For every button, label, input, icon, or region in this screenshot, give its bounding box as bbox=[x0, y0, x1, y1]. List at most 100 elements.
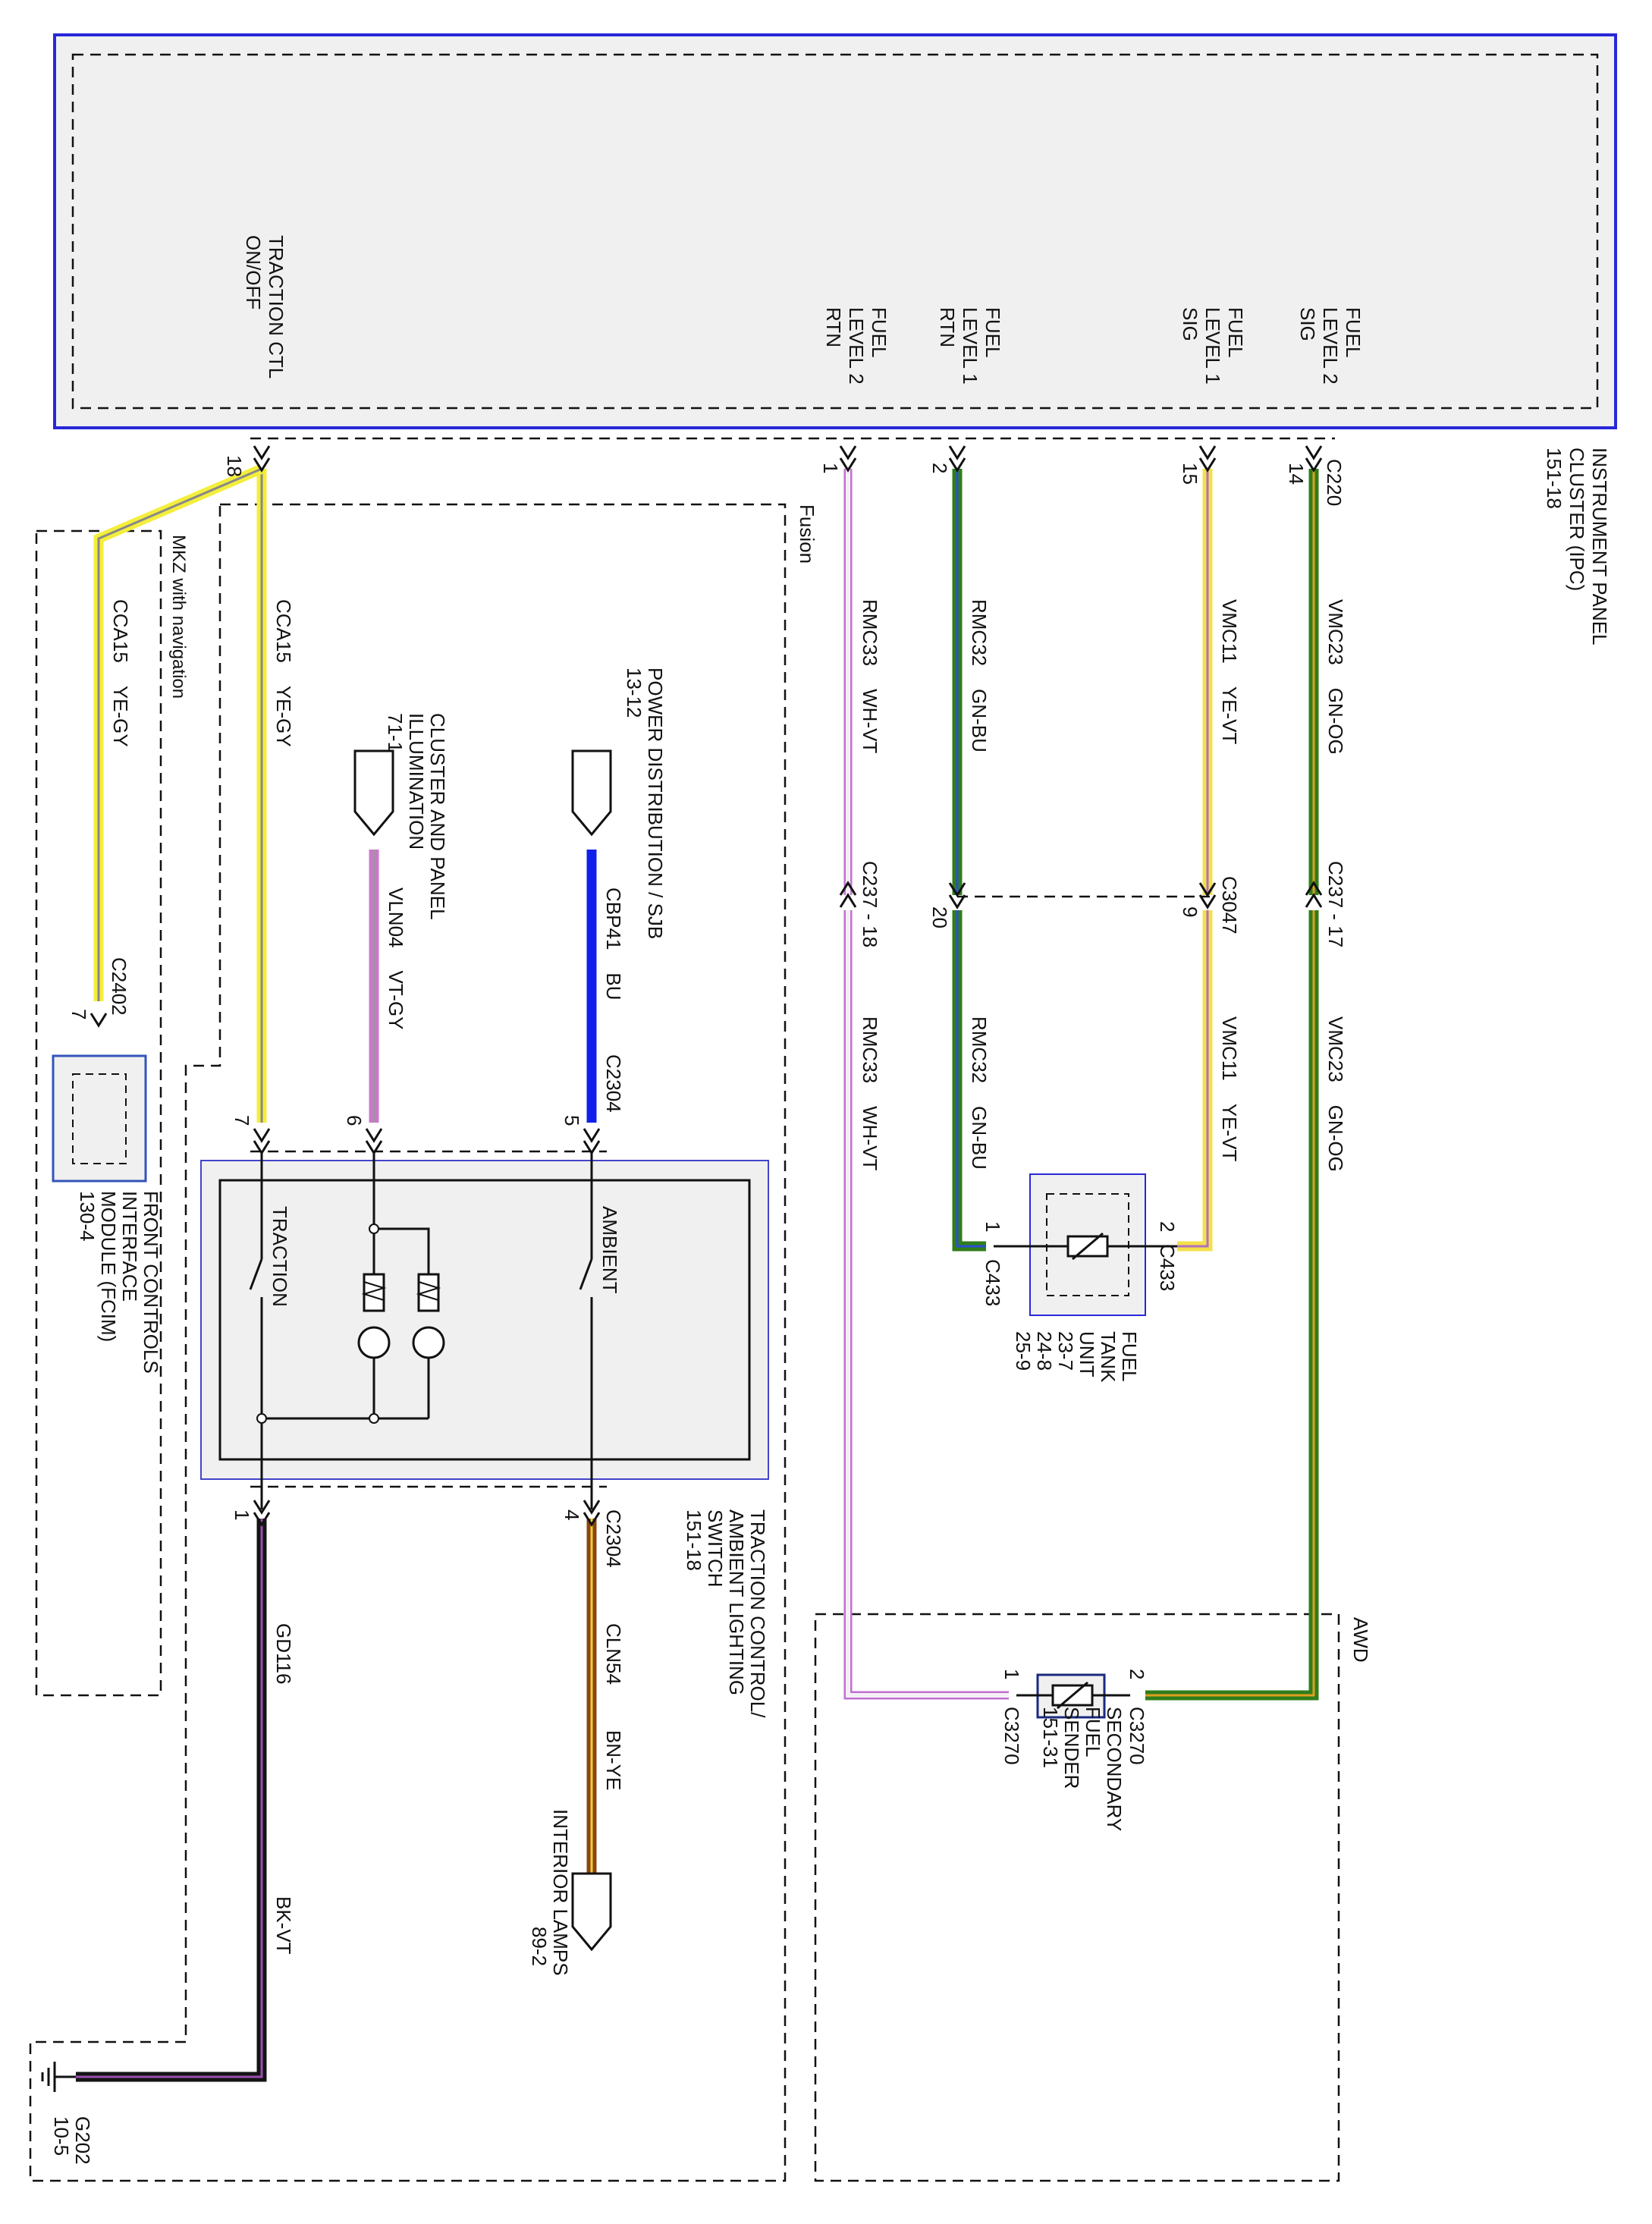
svg-text:CLUSTER AND PANELILLUMINATION7: CLUSTER AND PANELILLUMINATION71-1 bbox=[384, 713, 449, 920]
svg-text:CCA15YE-GY: CCA15YE-GY bbox=[272, 599, 295, 747]
svg-text:VMC11YE-VT: VMC11YE-VT bbox=[1218, 1016, 1241, 1161]
pin-number-9: 9 bbox=[1179, 906, 1201, 917]
svg-text:FUELLEVEL 1SIG: FUELLEVEL 1SIG bbox=[1179, 307, 1247, 385]
svg-text:BK-VT: BK-VT bbox=[272, 1896, 295, 1955]
svg-text:6: 6 bbox=[343, 1115, 366, 1126]
wire-rmc32 bbox=[952, 469, 986, 1252]
svg-text:2: 2 bbox=[928, 463, 951, 473]
ipc-module bbox=[53, 33, 1617, 429]
fcim-module bbox=[52, 1054, 147, 1183]
svg-text:TRACTION CTLON/OFF: TRACTION CTLON/OFF bbox=[242, 235, 287, 379]
svg-text:VMC23GN-OG: VMC23GN-OG bbox=[1324, 1016, 1347, 1172]
c433-pin-2: 2 bbox=[1156, 1221, 1179, 1232]
svg-text:GD116: GD116 bbox=[272, 1623, 295, 1684]
wire-label-cln54: CLN54BN-YE bbox=[602, 1623, 625, 1790]
ground-symbol bbox=[41, 2062, 76, 2092]
switch-label: TRACTION CONTROL/AMBIENT LIGHTINGSWITCH1… bbox=[683, 1509, 769, 1718]
pin-label-fuel2-sig: FUELLEVEL 2SIG bbox=[1296, 307, 1365, 385]
svg-text:1: 1 bbox=[1000, 1669, 1023, 1679]
switch-pin-5: 5 bbox=[561, 1115, 583, 1126]
svg-text:AMBIENT: AMBIENT bbox=[598, 1206, 621, 1294]
wire-label-vln04: VLN04VT-GY bbox=[385, 887, 407, 1030]
svg-text:INSTRUMENT PANELCLUSTER (IPC)1: INSTRUMENT PANELCLUSTER (IPC)151-18 bbox=[1543, 448, 1611, 646]
wire-label-rmc33-a: RMC33WH-VT bbox=[859, 599, 881, 753]
wire-label-cbp41: CBP41BU bbox=[602, 887, 625, 1000]
svg-text:CBP41BU: CBP41BU bbox=[602, 887, 625, 1000]
svg-text:1: 1 bbox=[231, 1509, 253, 1520]
svg-text:RMC33WH-VT: RMC33WH-VT bbox=[859, 1016, 881, 1170]
connector-label-c237-17: C237 - 17 bbox=[1324, 861, 1347, 947]
svg-text:1: 1 bbox=[819, 463, 842, 473]
svg-text:SECONDARYFUELSENDER151-31: SECONDARYFUELSENDER151-31 bbox=[1039, 1707, 1126, 1831]
svg-text:RMC32GN-BU: RMC32GN-BU bbox=[968, 1016, 991, 1170]
svg-text:2: 2 bbox=[1126, 1669, 1148, 1679]
svg-text:7: 7 bbox=[68, 1009, 90, 1019]
svg-text:C2304: C2304 bbox=[602, 1509, 625, 1568]
svg-text:FRONT CONTROLSINTERFACEMODULE: FRONT CONTROLSINTERFACEMODULE (FCIM)130-… bbox=[76, 1191, 162, 1374]
wire-label-rmc32-b: RMC32GN-BU bbox=[968, 1016, 991, 1170]
c3270-pin-1: 1 bbox=[1000, 1669, 1023, 1679]
fcim-label: FRONT CONTROLSINTERFACEMODULE (FCIM)130-… bbox=[76, 1191, 162, 1374]
connector-label-c237-18: C237 - 18 bbox=[859, 861, 881, 947]
switch-pin-6: 6 bbox=[343, 1115, 366, 1126]
svg-text:MKZ with navigation: MKZ with navigation bbox=[168, 535, 189, 699]
svg-text:5: 5 bbox=[561, 1115, 583, 1126]
svg-text:FUELLEVEL 2SIG: FUELLEVEL 2SIG bbox=[1296, 307, 1365, 385]
svg-text:7: 7 bbox=[231, 1115, 253, 1126]
wire-label-cca15-a: CCA15YE-GY bbox=[272, 599, 295, 747]
off-page-connectors bbox=[353, 749, 612, 1952]
wire-rmc33 bbox=[843, 469, 1009, 1700]
svg-text:VMC23GN-OG: VMC23GN-OG bbox=[1324, 599, 1347, 755]
ipc-label: INSTRUMENT PANELCLUSTER (IPC)151-18 bbox=[1543, 448, 1611, 646]
connector-label-c220: C220 bbox=[1323, 459, 1346, 506]
svg-text:C2304: C2304 bbox=[602, 1054, 625, 1113]
wire-label-vmc11-a: VMC11YE-VT bbox=[1218, 599, 1241, 744]
switch-pin-7: 7 bbox=[231, 1115, 253, 1126]
svg-text:FUELLEVEL 2RTN: FUELLEVEL 2RTN bbox=[822, 307, 890, 385]
pin-number-20: 20 bbox=[928, 906, 951, 928]
wire-label-vmc11-b: VMC11YE-VT bbox=[1218, 1016, 1241, 1161]
wire-vmc23 bbox=[1145, 469, 1319, 1701]
pin-label-fuel1-sig: FUELLEVEL 1SIG bbox=[1179, 307, 1247, 385]
svg-text:C237 - 18: C237 - 18 bbox=[859, 861, 881, 947]
c3270-label-right: C3270 bbox=[1126, 1707, 1148, 1765]
switch-connector-c2304-top: C2304 bbox=[602, 1054, 625, 1113]
pin-label-fuel1-rtn: FUELLEVEL 1RTN bbox=[936, 307, 1004, 385]
pin-number-15: 15 bbox=[1179, 463, 1201, 485]
switch-ambient-label: AMBIENT bbox=[598, 1206, 621, 1294]
wire-label-vmc23-b: VMC23GN-OG bbox=[1324, 1016, 1347, 1172]
c3270-label-left: C3270 bbox=[1000, 1707, 1023, 1765]
svg-text:POWER DISTRIBUTION / SJB13-12: POWER DISTRIBUTION / SJB13-12 bbox=[623, 668, 667, 939]
svg-text:RMC33WH-VT: RMC33WH-VT bbox=[859, 599, 881, 753]
switch-module bbox=[200, 1150, 769, 1509]
pin-label-traction: TRACTION CTLON/OFF bbox=[242, 235, 287, 379]
svg-text:AWD: AWD bbox=[1349, 1617, 1372, 1663]
svg-text:18: 18 bbox=[223, 455, 246, 477]
fusion-region-border bbox=[29, 503, 787, 2182]
pin-number-1: 1 bbox=[819, 463, 842, 473]
wire-vmc11 bbox=[1177, 469, 1213, 1252]
c433-label-left: C433 bbox=[981, 1259, 1004, 1306]
switch-pin-1: 1 bbox=[231, 1509, 253, 1520]
svg-text:C433: C433 bbox=[981, 1259, 1004, 1306]
svg-text:15: 15 bbox=[1179, 463, 1201, 485]
svg-text:9: 9 bbox=[1179, 906, 1201, 917]
svg-text:C2402: C2402 bbox=[108, 957, 130, 1016]
connector-label-c3047: C3047 bbox=[1218, 876, 1241, 935]
awd-option-label: AWD bbox=[1349, 1617, 1372, 1663]
svg-text:C433: C433 bbox=[1156, 1244, 1179, 1291]
svg-text:VLN04VT-GY: VLN04VT-GY bbox=[385, 887, 407, 1030]
power-dist-label: POWER DISTRIBUTION / SJB13-12 bbox=[623, 668, 667, 939]
svg-text:C3047: C3047 bbox=[1218, 876, 1241, 935]
c433-label-right: C433 bbox=[1156, 1244, 1179, 1291]
svg-text:4: 4 bbox=[561, 1509, 583, 1520]
svg-text:C3270: C3270 bbox=[1126, 1707, 1148, 1765]
c433-pin-1: 1 bbox=[981, 1221, 1004, 1232]
svg-text:C3270: C3270 bbox=[1000, 1707, 1023, 1765]
pin-number-2: 2 bbox=[928, 463, 951, 473]
svg-text:C220: C220 bbox=[1323, 459, 1346, 506]
fuel-tank-unit bbox=[994, 1173, 1177, 1316]
awd-region-border bbox=[814, 1613, 1340, 2182]
svg-text:FUELLEVEL 1RTN: FUELLEVEL 1RTN bbox=[936, 307, 1004, 385]
